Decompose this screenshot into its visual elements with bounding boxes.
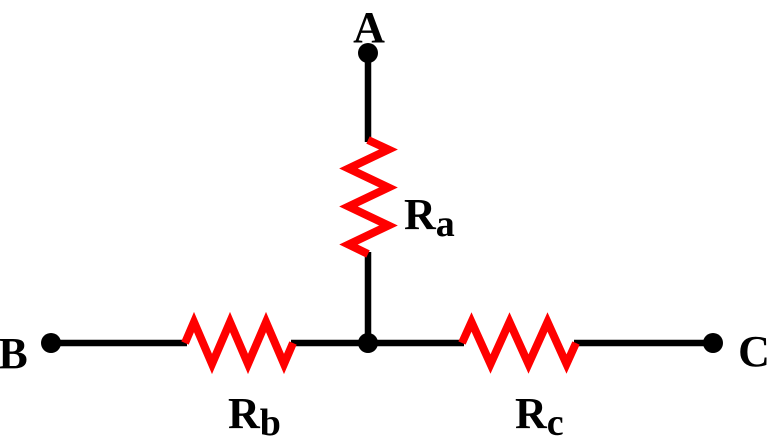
resistor-ra-label-base: R [404,190,437,239]
resistor-rc-zigzag [458,312,580,374]
resistor-rb-label-base: R [228,389,261,438]
labels: A B C Ra Rb Rc [0,3,768,442]
wires [51,53,713,347]
resistor-ra-label-subscript: a [436,203,455,245]
node-c-label: C [738,327,768,376]
resistor-rb-label-subscript: b [260,402,281,442]
resistor-ra-zigzag [339,136,398,258]
node-dots [41,43,723,353]
node-b-label: B [0,329,28,378]
resistor-rc-label: Rc [515,389,564,442]
resistor-rc-label-base: R [515,389,548,438]
resistor-rb-label: Rb [228,389,281,442]
center-junction-dot [358,333,378,353]
node-b-dot [41,333,61,353]
resistor-ra-label: Ra [404,190,455,245]
resistor-symbols [181,136,580,375]
node-c-dot [703,333,723,353]
node-a-label: A [353,3,385,52]
resistor-rc-label-subscript: c [547,402,564,442]
resistor-rb-zigzag [181,311,297,375]
node-a-dot [358,43,378,63]
